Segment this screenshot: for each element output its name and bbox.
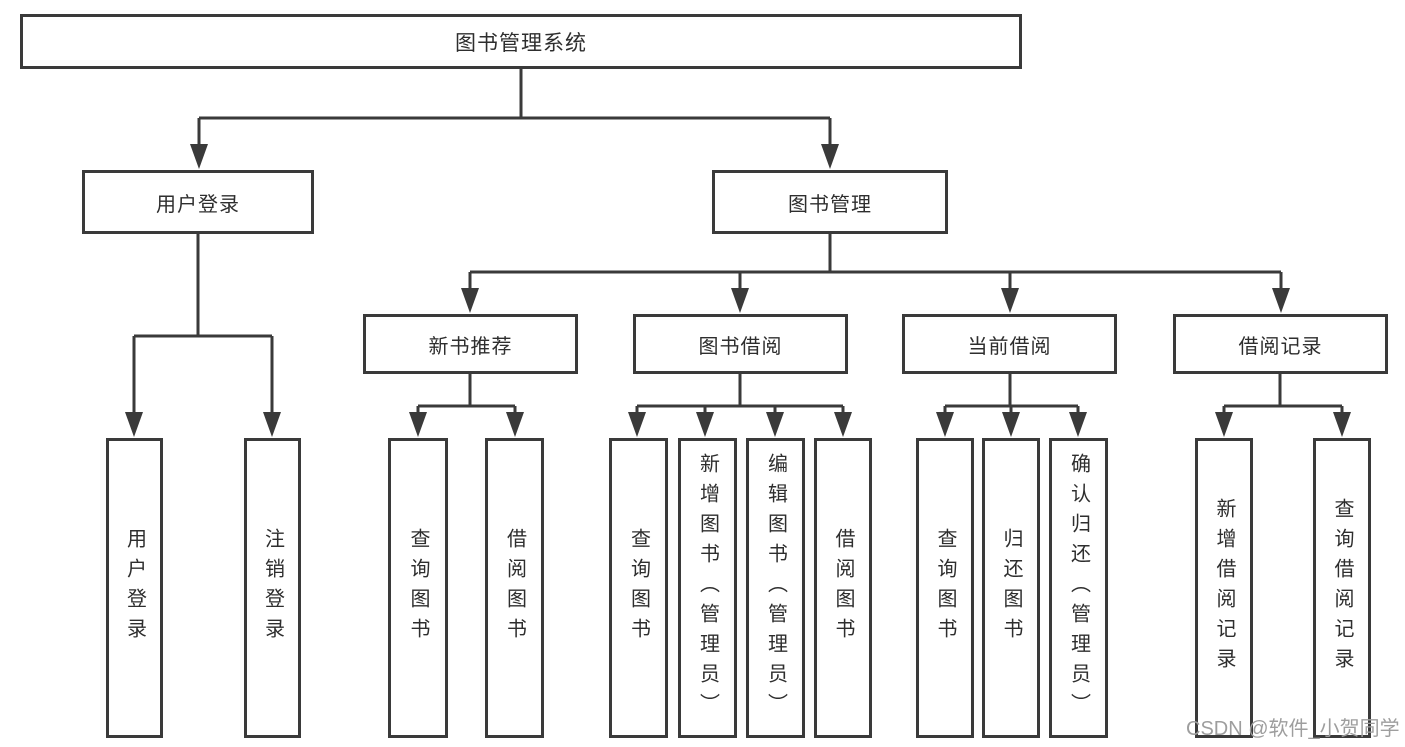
node-leaf-edit-book-admin: 编辑图书（管理员） — [746, 438, 805, 738]
node-book-borrow: 图书借阅 — [633, 314, 848, 374]
node-leaf-edit-book-admin-label: 编辑图书（管理员） — [764, 453, 787, 723]
node-current-borrow-label: 当前借阅 — [967, 335, 1052, 358]
csdn-watermark: CSDN @软件_小贺同学 — [1186, 718, 1400, 740]
node-root-label: 图书管理系统 — [455, 31, 587, 55]
node-leaf-query-books-borrow: 查询图书 — [609, 438, 668, 738]
node-user-login: 用户登录 — [82, 170, 314, 234]
node-leaf-borrow-books-recommend: 借阅图书 — [485, 438, 544, 738]
node-leaf-return-books: 归还图书 — [982, 438, 1040, 738]
node-user-login-label: 用户登录 — [156, 193, 240, 216]
node-leaf-query-books-current-label: 查询图书 — [934, 528, 956, 648]
node-leaf-query-books-borrow-label: 查询图书 — [627, 528, 650, 648]
node-current-borrow: 当前借阅 — [902, 314, 1117, 374]
node-new-book-recommend-label: 新书推荐 — [428, 335, 513, 358]
node-leaf-add-borrow-record-label: 新增借阅记录 — [1213, 498, 1235, 678]
node-leaf-logout-label: 注销登录 — [261, 528, 284, 648]
node-book-management-label: 图书管理 — [788, 193, 872, 216]
node-root: 图书管理系统 — [20, 14, 1022, 69]
node-leaf-borrow-books-recommend-label: 借阅图书 — [503, 528, 526, 648]
node-leaf-user-login-label: 用户登录 — [123, 528, 146, 648]
node-leaf-logout: 注销登录 — [244, 438, 301, 738]
node-leaf-add-book-admin: 新增图书（管理员） — [678, 438, 737, 738]
node-leaf-borrow-books-label: 借阅图书 — [832, 528, 854, 648]
arrowheads — [125, 144, 1351, 437]
node-leaf-query-books-current: 查询图书 — [916, 438, 974, 738]
node-leaf-query-books-recommend-label: 查询图书 — [407, 528, 429, 648]
node-leaf-confirm-return-admin: 确认归还（管理员） — [1049, 438, 1108, 738]
node-leaf-confirm-return-admin-label: 确认归还（管理员） — [1067, 453, 1090, 723]
node-borrow-records-label: 借阅记录 — [1238, 335, 1323, 358]
node-leaf-query-borrow-record: 查询借阅记录 — [1313, 438, 1371, 738]
node-borrow-records: 借阅记录 — [1173, 314, 1388, 374]
node-book-management: 图书管理 — [712, 170, 948, 234]
node-leaf-query-books-recommend: 查询图书 — [388, 438, 448, 738]
node-leaf-add-book-admin-label: 新增图书（管理员） — [696, 453, 719, 723]
node-new-book-recommend: 新书推荐 — [363, 314, 578, 374]
node-leaf-borrow-books: 借阅图书 — [814, 438, 872, 738]
node-leaf-query-borrow-record-label: 查询借阅记录 — [1331, 498, 1353, 678]
node-leaf-return-books-label: 归还图书 — [1000, 528, 1022, 648]
node-leaf-add-borrow-record: 新增借阅记录 — [1195, 438, 1253, 738]
node-book-borrow-label: 图书借阅 — [698, 335, 783, 358]
node-leaf-user-login: 用户登录 — [106, 438, 163, 738]
